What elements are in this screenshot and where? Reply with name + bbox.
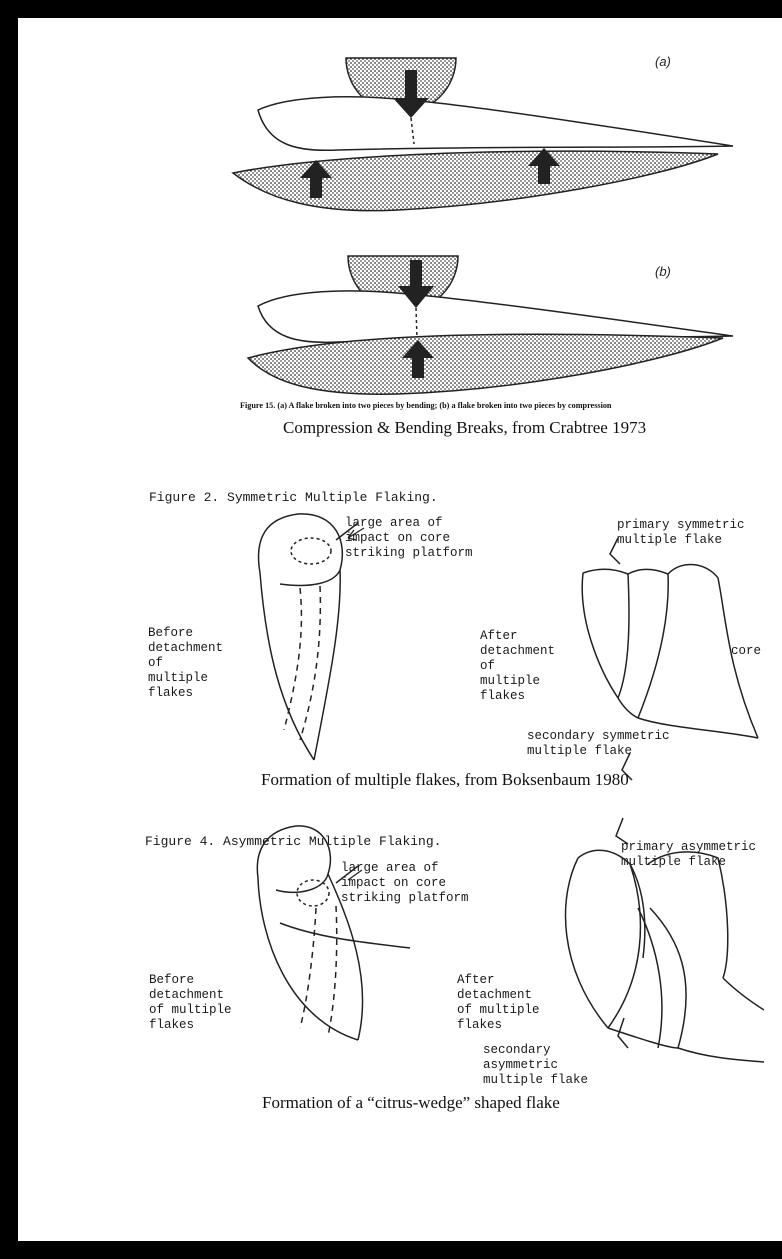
section1-title: Compression & Bending Breaks, from Crabt… xyxy=(283,418,646,438)
section3-title: Formation of a “citrus-wedge” shaped fla… xyxy=(262,1093,560,1113)
fig2-core-label: core xyxy=(731,644,761,659)
fig2-before-label: Before detachment of multiple flakes xyxy=(148,626,223,701)
fig4-after-label: After detachment of multiple flakes xyxy=(457,973,540,1033)
fig4-core-before xyxy=(257,826,410,1040)
figure-drawings xyxy=(18,18,782,1241)
section2-title: Formation of multiple flakes, from Bokse… xyxy=(261,770,629,790)
fig4-impact-label: large area of impact on core striking pl… xyxy=(341,861,469,906)
fig4-before-label: Before detachment of multiple flakes xyxy=(149,973,232,1033)
fig15-caption: Figure 15. (a) A flake broken into two p… xyxy=(240,401,612,410)
fig2-impact-label: large area of impact on core striking pl… xyxy=(345,516,473,561)
fig4-secondary-label: secondary asymmetric multiple flake xyxy=(483,1043,588,1088)
fig15a-bending-diagram xyxy=(233,58,733,211)
fig2-after-label: After detachment of multiple flakes xyxy=(480,629,555,704)
fig4-primary-label: primary asymmetric multiple flake xyxy=(621,840,756,870)
fig2-caption: Figure 2. Symmetric Multiple Flaking. xyxy=(149,490,438,505)
fig2-primary-label: primary symmetric multiple flake xyxy=(617,518,745,548)
fig2-secondary-label: secondary symmetric multiple flake xyxy=(527,729,670,759)
fig4-caption: Figure 4. Asymmetric Multiple Flaking. xyxy=(145,834,441,849)
scanned-page: (a) (b) Figure 15. (a) A flake broken in… xyxy=(18,18,782,1241)
panel-b-label: (b) xyxy=(655,264,671,279)
fig2-core-before xyxy=(259,514,358,760)
panel-a-label: (a) xyxy=(655,54,671,69)
